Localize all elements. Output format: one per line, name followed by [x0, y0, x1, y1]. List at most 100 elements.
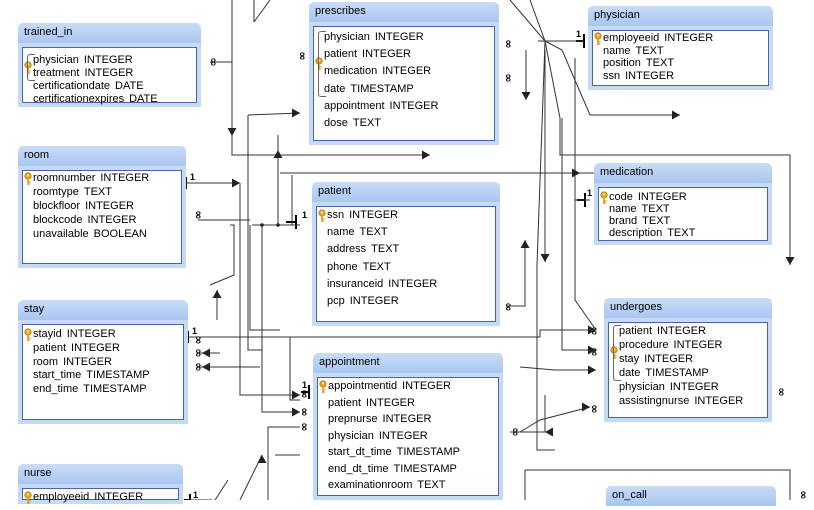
table-title: on_call — [606, 486, 776, 506]
column-name: blockfloor — [33, 200, 81, 212]
cardinality-many: ∞ — [775, 387, 788, 396]
column-name: room — [33, 355, 59, 368]
cardinality-one: 1 — [192, 326, 197, 336]
column-type: INTEGER — [637, 191, 687, 203]
cardinality-one: 1 — [190, 172, 195, 182]
arrowhead — [521, 92, 531, 100]
column-row[interactable]: end_time TIMESTAMP — [33, 383, 147, 396]
column-type: INTEGER — [402, 380, 452, 392]
column-name: brand — [609, 215, 638, 227]
arrowhead — [257, 455, 267, 463]
column-type: INTEGER — [389, 99, 439, 112]
column-type: INTEGER — [349, 295, 399, 307]
relationship-line — [561, 118, 596, 351]
relationship-line — [267, 426, 300, 500]
table-on-call[interactable]: on_call — [606, 486, 776, 506]
column-row[interactable]: physician INTEGER — [324, 31, 424, 44]
column-name: appointmentid — [328, 380, 398, 392]
relationship-line — [509, 0, 546, 42]
column-name: insuranceid — [327, 277, 384, 290]
column-type: BOOLEAN — [93, 228, 147, 240]
arrowhead — [232, 178, 240, 188]
column-type: INTEGER — [100, 172, 150, 184]
column-type: INTEGER — [362, 48, 411, 61]
column-row[interactable]: unavailable BOOLEAN — [33, 228, 147, 241]
relationship-line — [289, 337, 300, 401]
relationship-line — [536, 265, 555, 451]
column-name: physician — [324, 31, 370, 43]
column-name: end_time — [33, 383, 79, 396]
column-type: INTEGER — [382, 413, 432, 425]
column-name: date — [324, 82, 346, 95]
key-icon — [319, 380, 327, 394]
column-name: unavailable — [33, 228, 89, 240]
relationship-line — [247, 112, 301, 116]
column-type: TEXT — [371, 243, 400, 256]
column-type: TIMESTAMP — [83, 383, 147, 396]
column-row[interactable]: appointmentid INTEGER — [328, 380, 451, 393]
column-type: INTEGER — [644, 353, 694, 365]
column-type: INTEGER — [374, 31, 424, 43]
relationship-line — [536, 40, 546, 266]
column-name: examinationroom — [328, 479, 413, 491]
arrowhead — [582, 402, 590, 412]
